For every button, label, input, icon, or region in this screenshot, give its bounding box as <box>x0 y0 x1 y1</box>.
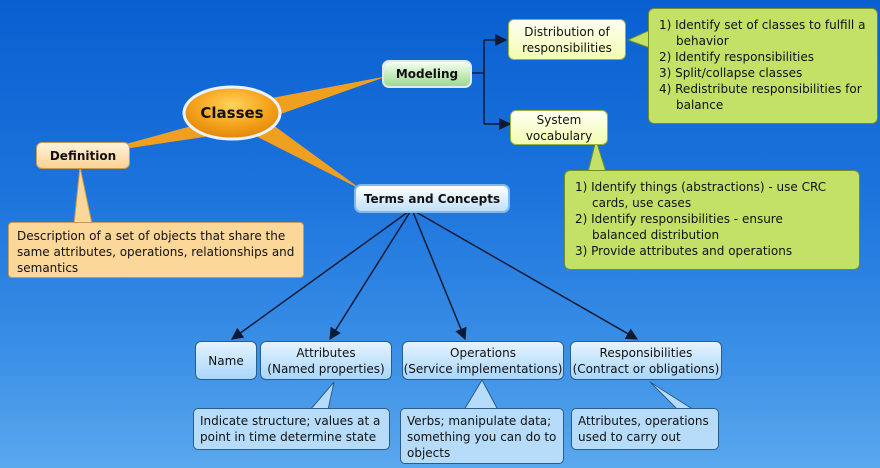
vocabulary-steps-callout: 1) Identify things (abstractions) - use … <box>564 170 860 270</box>
attributes-node[interactable]: Attributes (Named properties) <box>260 341 392 380</box>
arrow-to-attributes <box>329 211 411 341</box>
distribution-node[interactable]: Distribution of responsibilities <box>508 19 626 60</box>
distribution-steps-callout: 1) Identify set of classes to fulfill a … <box>648 8 878 124</box>
distribution-step: 2) Identify responsibilities <box>659 50 814 64</box>
vocabulary-label-line: vocabulary <box>525 128 593 143</box>
arrow-to-responsibilities <box>415 211 639 340</box>
name-node[interactable]: Name <box>195 341 257 380</box>
definition-line: same attributes, operations, relationshi… <box>17 245 295 259</box>
definition-node[interactable]: Definition <box>36 142 130 169</box>
vocabulary-label-line: System <box>536 112 582 127</box>
definition-label: Definition <box>49 148 117 163</box>
modeling-label: Modeling <box>395 67 459 81</box>
terms-node[interactable]: Terms and Concepts <box>354 184 510 213</box>
responsibilities-label-line: (Contract or obligations) <box>572 361 720 376</box>
attributes-note-line: Indicate structure; values at a <box>200 414 381 428</box>
vocabulary-step: 2) Identify responsibilities - ensure <box>575 212 783 226</box>
responsibilities-label-line: Responsibilities <box>599 345 693 360</box>
arrow-to-name <box>231 211 409 340</box>
distribution-step-cont: behavior <box>676 34 729 48</box>
distribution-step: 1) Identify set of classes to fulfill a <box>659 18 866 32</box>
central-node[interactable]: Classes <box>184 87 280 139</box>
distribution-step-cont: balance <box>676 98 724 112</box>
attributes-label-line: (Named properties) <box>267 361 385 376</box>
operations-note-line: Verbs; manipulate data; <box>407 414 552 428</box>
operations-callout-tail <box>463 378 499 411</box>
definition-callout-tail <box>73 166 93 225</box>
responsibilities-note-line: used to carry out <box>578 430 681 444</box>
modeling-node[interactable]: Modeling <box>382 60 472 88</box>
attributes-note-line: point in time determine state <box>200 430 377 444</box>
terms-label: Terms and Concepts <box>363 191 501 206</box>
arrow-to-operations <box>412 211 467 341</box>
wedge-to-terms <box>240 114 362 190</box>
attributes-note: Indicate structure; values at a point in… <box>193 408 390 450</box>
responsibilities-note-line: Attributes, operations <box>578 414 709 428</box>
operations-label-line: Operations <box>450 345 516 360</box>
operations-note: Verbs; manipulate data; something you ca… <box>400 408 564 464</box>
attributes-label-line: Attributes <box>296 345 356 360</box>
definition-line: Description of a set of objects that sha… <box>17 229 286 243</box>
distribution-callout-tail <box>626 29 651 49</box>
vocabulary-node[interactable]: System vocabulary <box>510 110 608 145</box>
operations-label-line: (Service implementations) <box>403 361 563 376</box>
vocabulary-step: 1) Identify things (abstractions) - use … <box>575 180 827 194</box>
vocabulary-step: 3) Provide attributes and operations <box>575 244 793 258</box>
name-label: Name <box>208 353 244 368</box>
responsibilities-node[interactable]: Responsibilities (Contract or obligation… <box>570 341 722 380</box>
responsibilities-note: Attributes, operations used to carry out <box>571 408 719 450</box>
vocabulary-step-cont: balanced distribution <box>592 228 720 242</box>
definition-callout: Description of a set of objects that sha… <box>8 222 304 278</box>
operations-note-line: objects <box>407 446 451 460</box>
operations-note-line: something you can do to <box>407 430 557 444</box>
operations-node[interactable]: Operations (Service implementations) <box>402 341 564 380</box>
distribution-step: 4) Redistribute responsibilities for <box>659 82 862 96</box>
vocabulary-step-cont: cards, use cases <box>592 196 692 210</box>
definition-line: semantics <box>17 261 79 275</box>
distribution-label-line: responsibilities <box>522 40 612 55</box>
responsibilities-callout-tail <box>649 381 696 411</box>
distribution-label-line: Distribution of <box>524 24 610 39</box>
central-node-shape <box>182 85 282 141</box>
distribution-step: 3) Split/collapse classes <box>659 66 803 80</box>
central-node-label: Classes <box>200 104 264 122</box>
attributes-callout-tail <box>308 381 335 411</box>
